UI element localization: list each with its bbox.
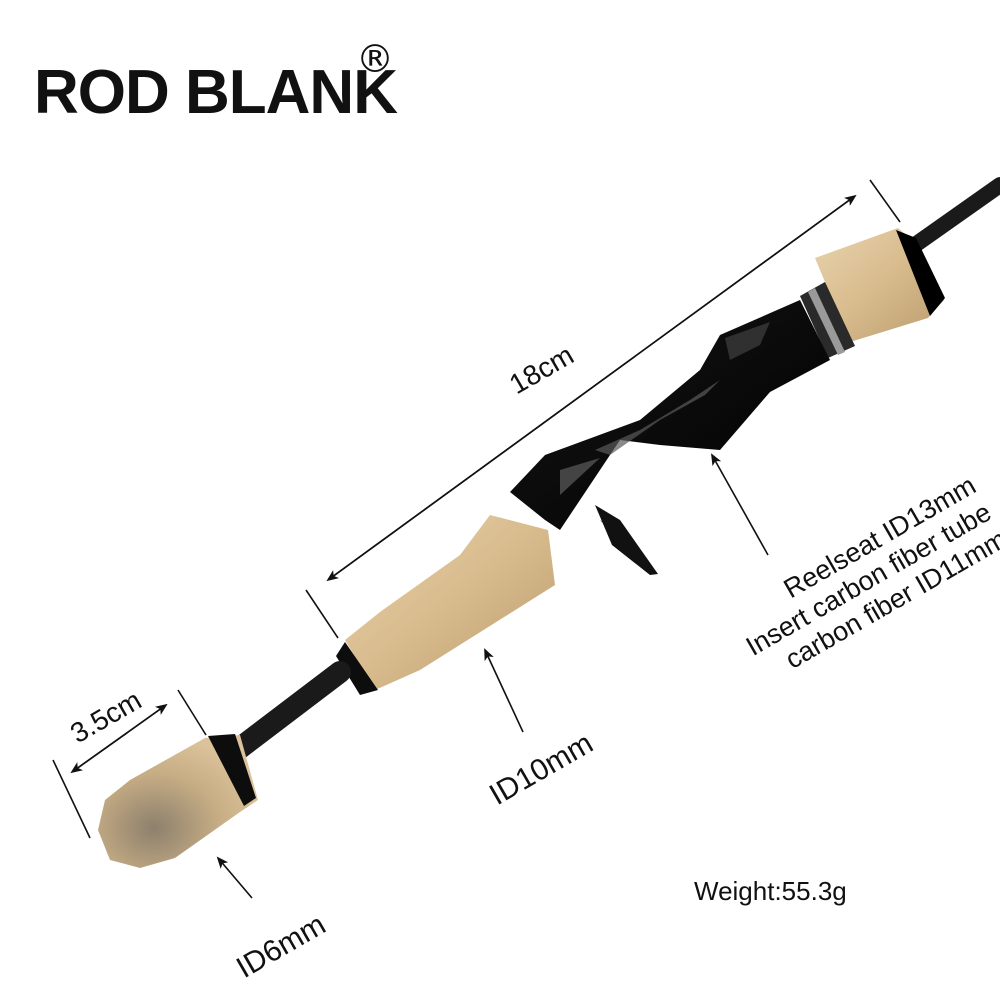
brand-logo-text: ROD BLANK (34, 58, 398, 127)
winding-check-rings (800, 282, 855, 358)
dimension-line-3.5cm (52, 689, 207, 839)
rear-cork-grip (336, 515, 555, 695)
pointer-id10mm (484, 648, 524, 733)
registered-mark: ® (356, 37, 394, 81)
reel-seat (510, 300, 830, 575)
rod-blank-butt-section (229, 661, 351, 759)
front-cork-grip (815, 228, 945, 342)
rod-blank-tip (897, 177, 1000, 260)
pointer-reelseat (711, 453, 769, 556)
weight-label: Weight:55.3g (694, 876, 847, 906)
pointer-id6mm (216, 856, 253, 899)
dimension-line-18cm (305, 179, 901, 639)
butt-cork (98, 734, 258, 868)
